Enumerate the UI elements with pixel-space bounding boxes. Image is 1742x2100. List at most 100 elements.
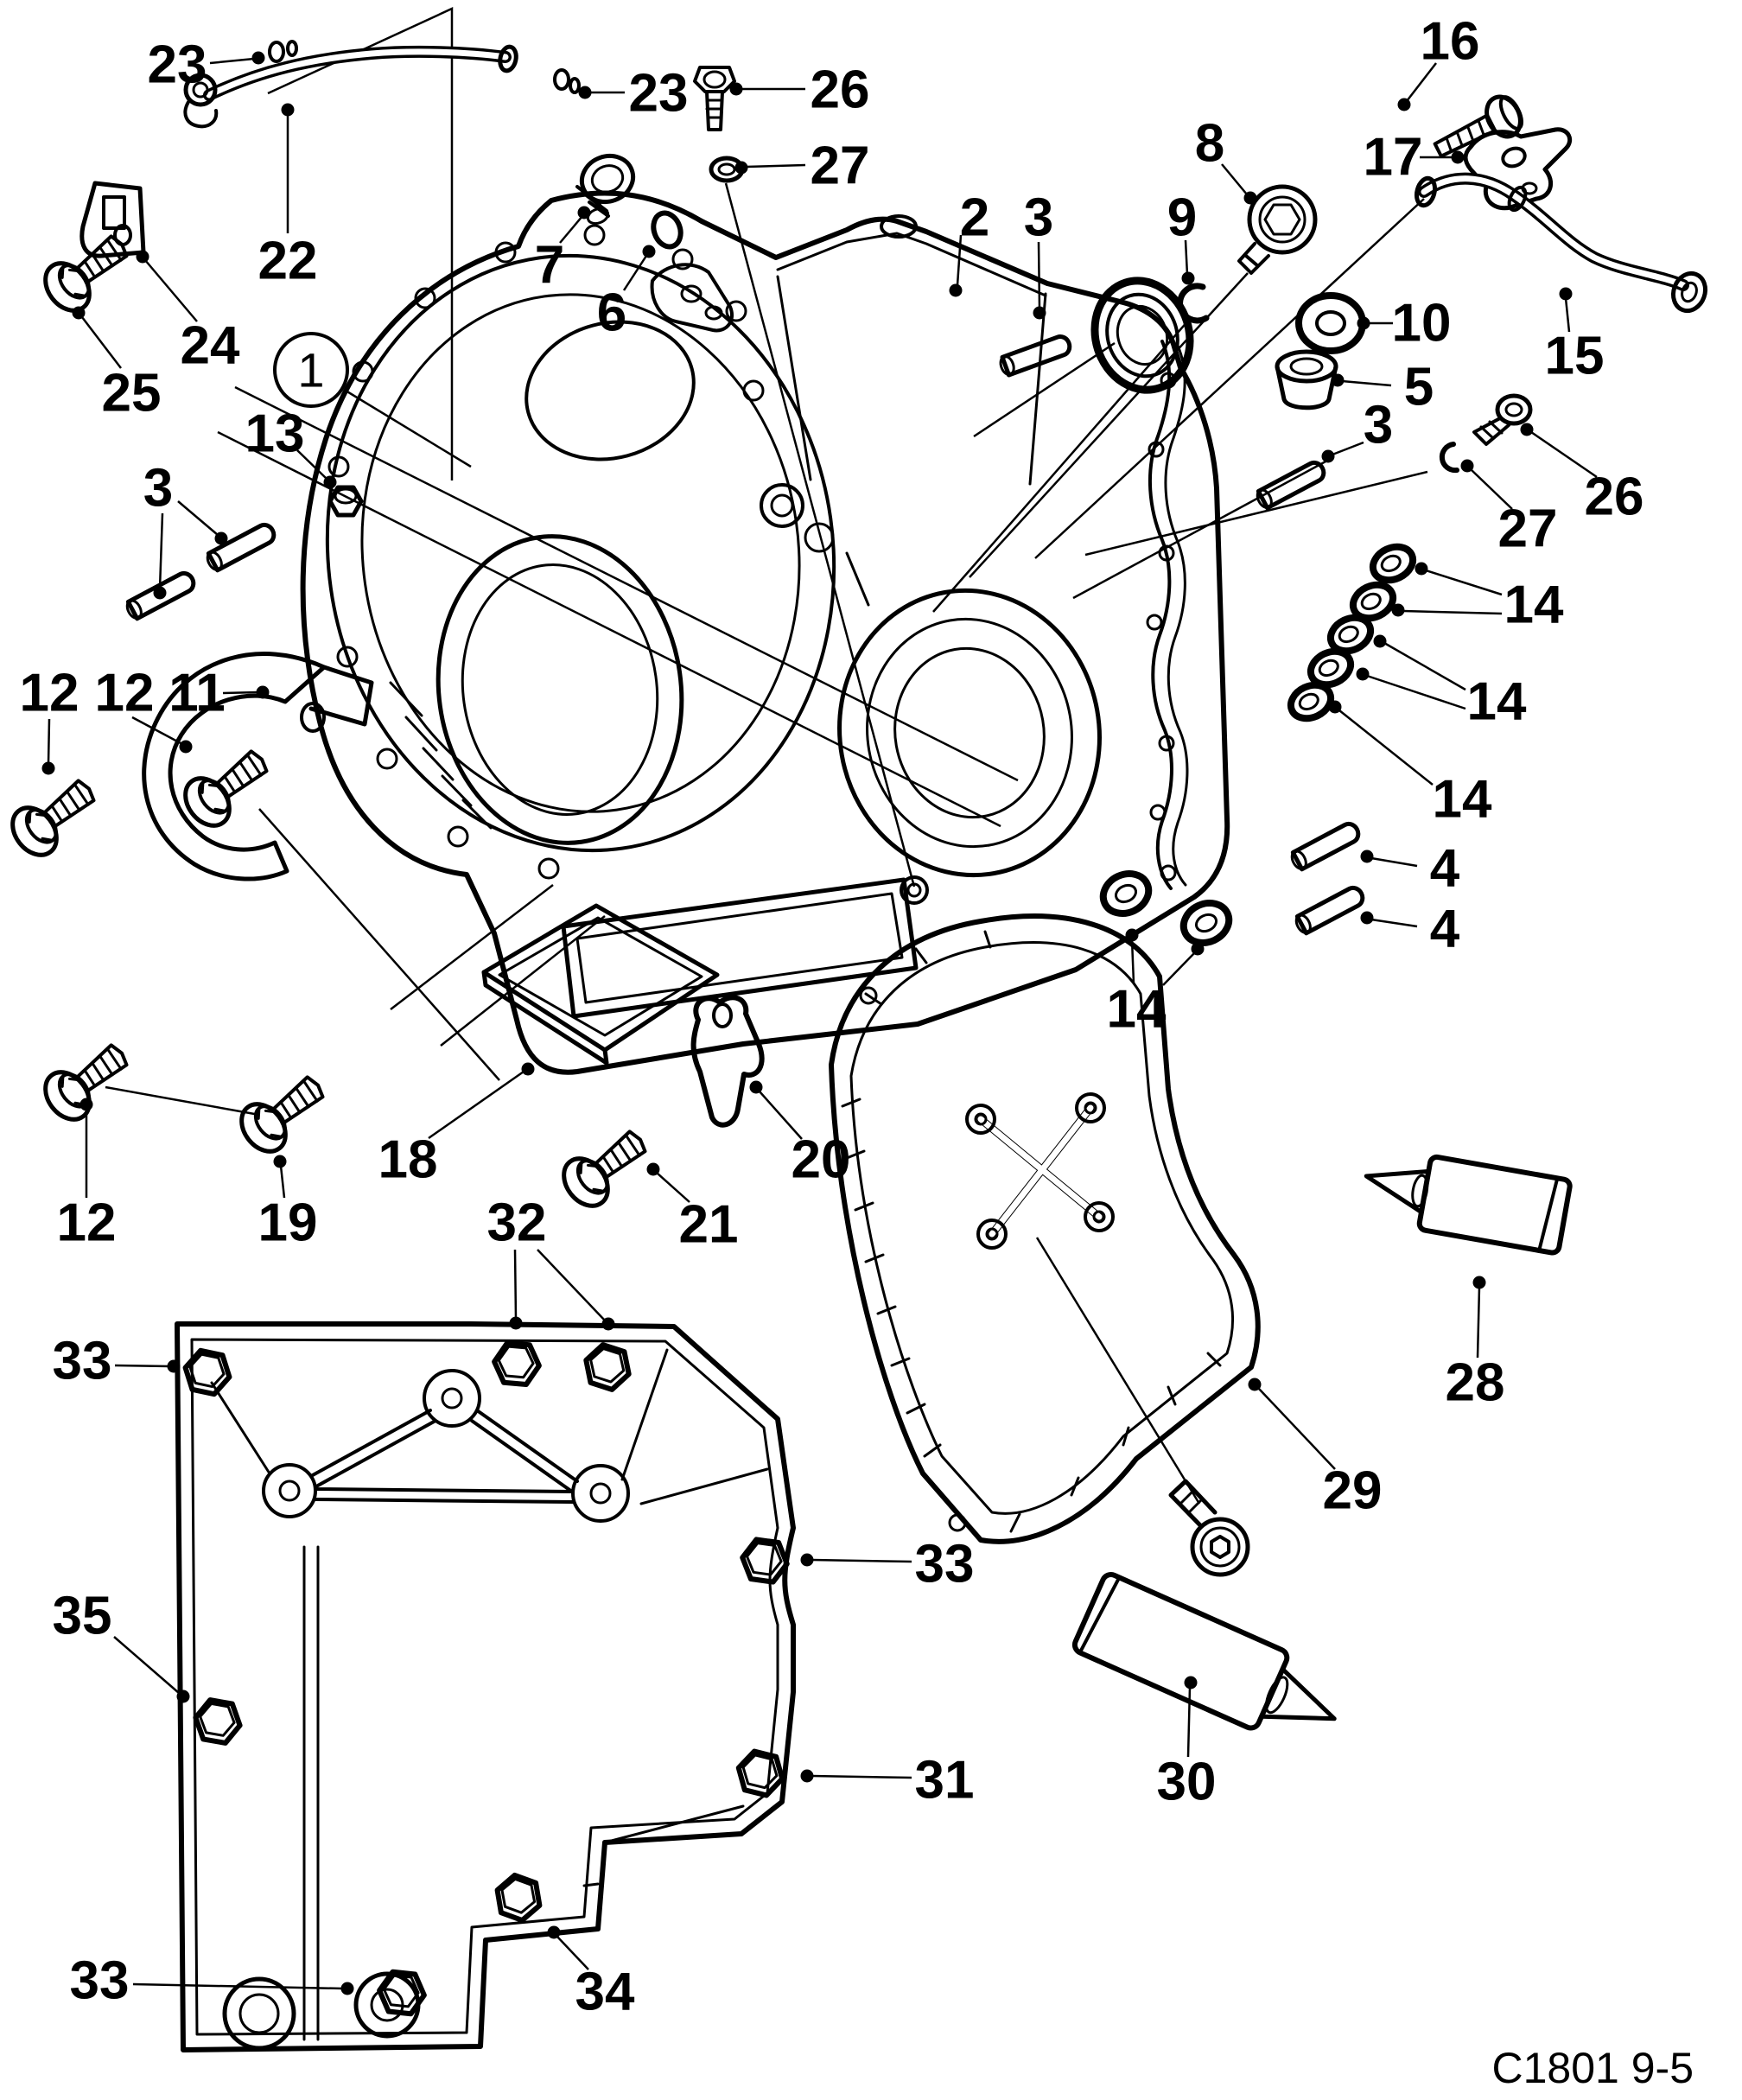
bracket-24-art <box>79 181 146 258</box>
leader-dot <box>72 306 86 320</box>
leader-line <box>1258 1388 1336 1470</box>
callout-number-12: 12 <box>20 664 79 723</box>
callout-15-17: 15 <box>1545 287 1604 386</box>
hex-bolt-34-art <box>491 1871 547 1924</box>
leader-line <box>47 718 51 765</box>
callout-number-8: 8 <box>1195 114 1224 174</box>
leader-line <box>113 1636 180 1694</box>
leader-line <box>1406 62 1437 102</box>
callout-number-5: 5 <box>1404 358 1434 417</box>
alignment-line-6 <box>1072 459 1328 600</box>
callout-34-43: 34 <box>547 1925 635 2022</box>
hex-bolt-32-b-art <box>580 1341 635 1393</box>
leader-line <box>1184 239 1189 276</box>
leader-dot <box>1360 850 1374 863</box>
leader-dot <box>800 1553 814 1567</box>
leader-dot <box>179 740 193 754</box>
bolt-21-art <box>555 1119 656 1214</box>
callout-5-16: 5 <box>1331 358 1434 417</box>
alignment-line-10 <box>390 884 554 1010</box>
leader-line <box>1476 1286 1481 1359</box>
callout-number-13: 13 <box>245 404 305 464</box>
leader-dot <box>251 51 265 65</box>
leader-line <box>114 1364 170 1368</box>
callout-33-38: 33 <box>53 1332 181 1391</box>
alignment-line-9 <box>105 1085 260 1117</box>
pipe-15-art <box>1414 172 1708 314</box>
alignment-line-11 <box>440 915 606 1047</box>
hex-bolt-35-art <box>192 1698 243 1745</box>
leader-dot <box>1451 150 1465 164</box>
leader-line <box>1130 939 1135 984</box>
leader-line <box>1402 609 1503 615</box>
callout-6-8: 6 <box>597 245 656 343</box>
callout-number-20: 20 <box>792 1130 851 1190</box>
leader-dot <box>1181 271 1195 285</box>
callout-number-9: 9 <box>1167 188 1197 248</box>
callout-number-26: 26 <box>1585 468 1644 527</box>
shaft-seal-art <box>1090 277 1194 394</box>
callout-8-11: 8 <box>1195 114 1257 205</box>
alignment-line-5 <box>1084 470 1428 557</box>
callout-16-13: 16 <box>1397 12 1479 111</box>
leader-dot <box>642 245 656 258</box>
callout-30-46: 30 <box>1157 1676 1216 1812</box>
leader-line <box>811 1558 912 1563</box>
callout-10-15: 10 <box>1357 294 1452 353</box>
callout-14-21: 14 <box>1391 562 1564 635</box>
alignment-line-12 <box>234 385 1019 782</box>
leader-dot <box>1373 634 1387 648</box>
callout-number-12: 12 <box>95 664 155 723</box>
alignment-line-3 <box>932 319 1190 613</box>
callout-3-18: 3 <box>1321 396 1393 463</box>
leader-line <box>1221 163 1248 195</box>
circlip-27-right-art <box>1439 442 1459 474</box>
callout-number-19: 19 <box>258 1193 318 1253</box>
callout-number-3: 3 <box>1024 188 1053 248</box>
leader-line <box>296 449 327 480</box>
bolt-26-top-art <box>693 66 736 131</box>
callout-27-20: 27 <box>1460 459 1557 559</box>
callout-25-3: 25 <box>72 306 161 423</box>
leader-line <box>1186 1686 1192 1758</box>
callout-31-41: 31 <box>800 1751 974 1810</box>
leader-dot <box>729 82 743 96</box>
leader-line <box>144 259 198 322</box>
callout-13-26: 13 <box>245 404 337 489</box>
cap-5-art <box>1275 349 1338 410</box>
oil-pipe-art <box>183 44 518 129</box>
callout-number-21: 21 <box>679 1195 739 1255</box>
torx-bolt-art <box>1168 1479 1250 1577</box>
leader-dot <box>509 1316 523 1330</box>
leader-line <box>1341 379 1392 387</box>
callout-number-3: 3 <box>1364 396 1393 455</box>
alignment-line-4 <box>1034 198 1425 559</box>
plug-8-art <box>1237 184 1318 275</box>
leader-dot <box>136 250 149 264</box>
callout-number-24: 24 <box>181 316 240 376</box>
callout-number-10: 10 <box>1392 294 1452 353</box>
leader-dot <box>273 1155 287 1168</box>
alignment-line-7 <box>345 389 472 468</box>
callout-33-42: 33 <box>70 1951 354 2011</box>
leader-dot <box>577 206 591 220</box>
leader-dot <box>1559 287 1573 301</box>
leader-line <box>1162 951 1196 986</box>
callout-12-28: 12 <box>20 664 79 775</box>
dowel-pins-4-art <box>1289 821 1366 935</box>
leader-dot <box>1125 928 1139 942</box>
leader-line <box>1332 441 1364 456</box>
callout-number-34: 34 <box>575 1963 635 2022</box>
transmission-case-art <box>300 190 1230 1075</box>
leader-dot <box>1243 191 1257 205</box>
leader-dot <box>1331 373 1345 387</box>
callout-number-12: 12 <box>57 1193 117 1253</box>
leader-line <box>537 1249 606 1321</box>
leader-dot <box>1415 562 1428 576</box>
callout-number-14: 14 <box>1433 770 1492 830</box>
bolt-25-art <box>36 224 137 319</box>
callout-24-2: 24 <box>136 250 240 376</box>
callout-number-33: 33 <box>915 1535 975 1594</box>
callout-32-35: 32 <box>487 1193 615 1331</box>
leader-dot <box>1460 459 1474 473</box>
